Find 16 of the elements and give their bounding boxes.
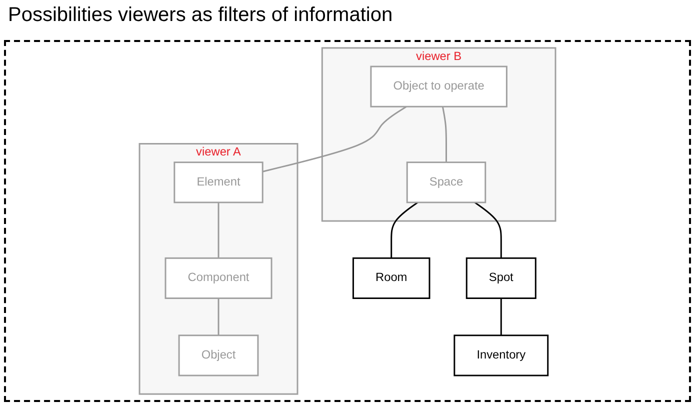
node-box: Spot	[466, 257, 536, 299]
node-box: Object	[178, 334, 259, 376]
connector	[500, 298, 502, 336]
diagram-title: Possibilities viewers as filters of information	[7, 3, 394, 28]
connector	[442, 106, 447, 162]
connector	[218, 202, 220, 258]
node-box: Inventory	[454, 334, 549, 376]
node-box: Room	[352, 257, 430, 299]
connector	[390, 202, 418, 258]
connector	[218, 298, 220, 336]
node-box: Component	[164, 257, 272, 299]
node-box: Object to operate	[370, 66, 508, 108]
connector	[262, 106, 407, 172]
connector	[474, 202, 502, 258]
node-box: Element	[174, 162, 264, 204]
node-box: Space	[406, 162, 486, 204]
